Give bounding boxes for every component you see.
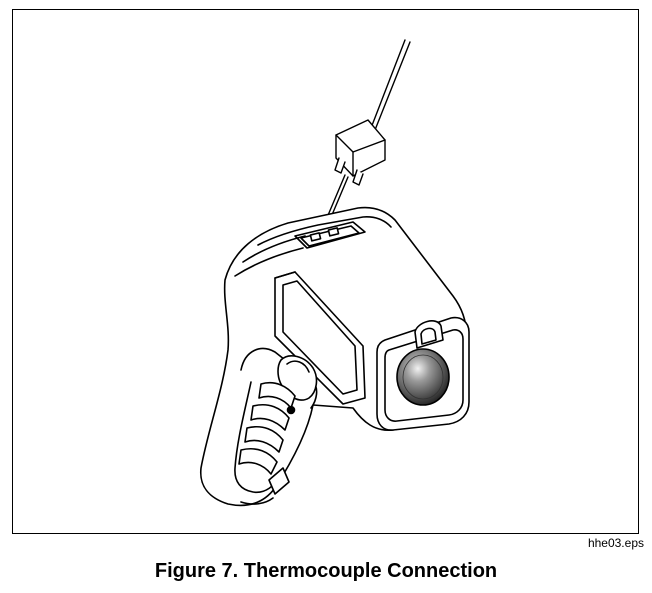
- thermometer-illustration: [200, 39, 470, 507]
- figure-frame: [12, 9, 639, 534]
- thermocouple-probe: [325, 39, 411, 223]
- lens: [396, 348, 450, 406]
- file-label: hhe03.eps: [587, 536, 644, 550]
- thermocouple-plug-icon: [334, 119, 386, 186]
- thermometer-body: [200, 206, 470, 507]
- figure-caption: Figure 7. Thermocouple Connection: [154, 560, 498, 582]
